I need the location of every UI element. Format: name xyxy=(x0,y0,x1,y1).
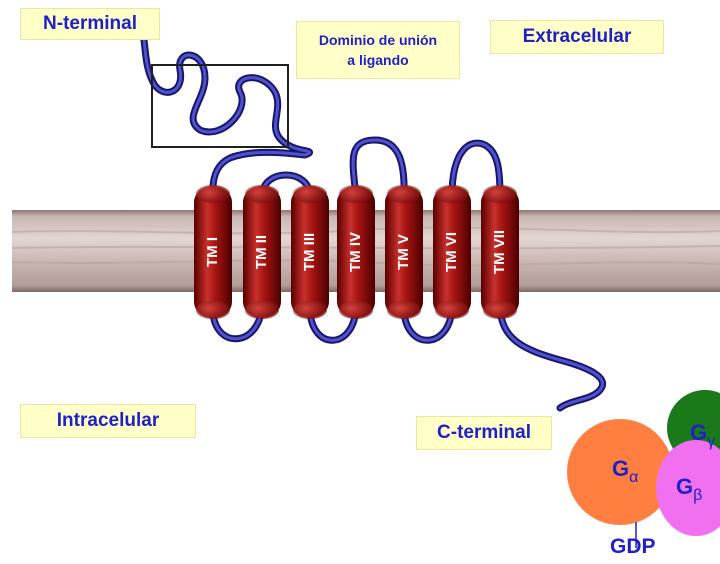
n-terminal-label: N-terminal xyxy=(20,8,160,40)
g-alpha-label: G xyxy=(612,456,629,481)
helix-top-cap xyxy=(435,185,469,203)
helix-top-cap xyxy=(483,185,517,203)
helix-5: TM V xyxy=(385,185,423,319)
intracellular-label: Intracelular xyxy=(20,404,196,438)
helix-4: TM IV xyxy=(337,185,375,319)
gdp-label: GDP xyxy=(610,535,656,559)
helix-6: TM VI xyxy=(433,185,471,319)
ligand-domain-line-2: a ligando xyxy=(347,50,408,70)
g-gamma-label: G xyxy=(690,420,707,445)
helix-label: TM III xyxy=(301,233,318,271)
helix-2: TM II xyxy=(243,185,281,319)
helix-bottom-cap xyxy=(483,301,517,319)
g-beta-label: G xyxy=(676,474,693,499)
ligand-binding-domain-box xyxy=(152,65,288,147)
helix-top-cap xyxy=(293,185,327,203)
helix-top-cap xyxy=(387,185,421,203)
helix-bottom-cap xyxy=(293,301,327,319)
n-terminal-tail xyxy=(52,20,310,196)
g-beta-subscript: β xyxy=(693,487,702,504)
helix-bottom-cap xyxy=(196,301,230,319)
helix-3: TM III xyxy=(291,185,329,319)
ligand-domain-label: Dominio de unión a ligando xyxy=(296,21,460,79)
g-alpha-subscript: α xyxy=(629,469,638,486)
helix-bottom-cap xyxy=(339,301,373,319)
helix-bottom-cap xyxy=(387,301,421,319)
helix-label: TM VII xyxy=(491,230,508,274)
extracellular-label: Extracelular xyxy=(490,20,664,54)
g-gamma-subscript: γ xyxy=(707,433,715,450)
helix-bottom-cap xyxy=(245,301,279,319)
helix-label: TM I xyxy=(204,237,221,267)
helix-label: TM II xyxy=(253,235,270,269)
helix-top-cap xyxy=(196,185,230,203)
helix-7: TM VII xyxy=(481,185,519,319)
helix-label: TM IV xyxy=(347,232,364,272)
helix-1: TM I xyxy=(194,185,232,319)
helix-label: TM V xyxy=(395,234,412,270)
ligand-domain-line-1: Dominio de unión xyxy=(319,30,437,50)
g-protein: Gγ Gα Gβ xyxy=(567,390,720,548)
helix-top-cap xyxy=(339,185,373,203)
c-terminal-label: C-terminal xyxy=(416,416,552,450)
helix-top-cap xyxy=(245,185,279,203)
helix-bottom-cap xyxy=(435,301,469,319)
helix-label: TM VI xyxy=(443,232,460,272)
